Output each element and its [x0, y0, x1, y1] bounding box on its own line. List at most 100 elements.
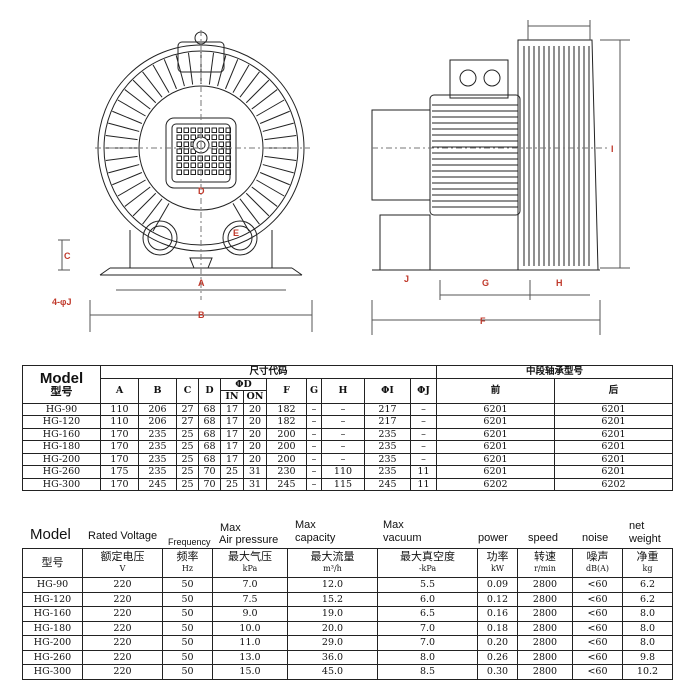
- table-cell: <60: [572, 649, 623, 665]
- table-cell: 17: [220, 427, 244, 441]
- col-h: H: [321, 377, 365, 404]
- table-cell: 8.0: [622, 606, 673, 622]
- fin-line: [152, 64, 170, 93]
- fin-line: [124, 89, 151, 110]
- table-cell: 6.0: [377, 591, 478, 607]
- grille-hole: [225, 127, 231, 133]
- table-cell: –: [410, 440, 437, 454]
- table-cell: <60: [572, 664, 623, 680]
- performance-english-header: Model Rated Voltage Frequency Max Air pr…: [22, 517, 672, 548]
- grille-hole: [225, 148, 231, 154]
- fin-line: [239, 198, 260, 225]
- table-cell: 29.0: [287, 635, 378, 651]
- table-cell: 17: [220, 415, 244, 429]
- table-cell: 115: [321, 477, 365, 491]
- table-cell: –: [321, 452, 365, 466]
- table-cell: HG-200: [22, 635, 83, 651]
- table-cell: 50: [162, 577, 213, 593]
- fin-line: [108, 164, 140, 174]
- table-cell: 70: [198, 477, 221, 491]
- table-cell: 31: [243, 477, 267, 491]
- table-cell: 230: [266, 465, 307, 479]
- table-cell: 20: [243, 415, 267, 429]
- table-cell: 8.0: [622, 620, 673, 636]
- perf-col-model-zh: 型号: [41, 556, 64, 569]
- table-cell: 170: [100, 440, 139, 454]
- grille-hole: [176, 127, 182, 133]
- mounting-hole-label: 4-φJ: [52, 297, 71, 307]
- table-cell: 68: [198, 415, 221, 429]
- table-cell: HG-120: [22, 415, 101, 429]
- table-cell: 68: [198, 427, 221, 441]
- fin-line: [175, 55, 185, 87]
- table-cell: 6202: [436, 477, 555, 491]
- table-cell: 6201: [436, 415, 555, 429]
- grille-hole: [190, 134, 196, 140]
- grille-hole: [197, 127, 203, 133]
- grille-hole: [183, 141, 189, 147]
- grille-hole: [211, 162, 217, 168]
- perf-model-label: Model: [30, 526, 71, 543]
- table-cell: –: [321, 402, 365, 416]
- table-cell: 220: [82, 606, 163, 622]
- table-cell: HG-260: [22, 649, 83, 665]
- table-cell: 6201: [436, 402, 555, 416]
- perf-col-vacuum: 最大真空度-kPa: [377, 548, 478, 578]
- table-cell: 27: [176, 415, 199, 429]
- col-phi-j: ΦJ: [410, 377, 437, 404]
- table-cell: 235: [364, 452, 411, 466]
- grille-hole: [211, 134, 217, 140]
- table-cell: 68: [198, 452, 221, 466]
- grille-hole: [211, 155, 217, 161]
- table-cell: 182: [266, 402, 307, 416]
- fin-line: [142, 71, 163, 98]
- grille-hole: [183, 127, 189, 133]
- table-cell: –: [410, 452, 437, 466]
- table-cell: 2800: [517, 649, 573, 665]
- table-cell: 5.5: [377, 577, 478, 593]
- fin-line: [132, 79, 157, 104]
- table-cell: 110: [100, 415, 139, 429]
- perf-frequency-label: Frequency: [168, 537, 211, 547]
- perf-col-frequency-zh: 频率: [176, 550, 199, 563]
- table-cell: 10.2: [622, 664, 673, 680]
- table-cell: 50: [162, 591, 213, 607]
- fin-line: [245, 192, 270, 217]
- table-cell: 170: [100, 477, 139, 491]
- fin-line: [262, 122, 294, 132]
- fin-line: [112, 172, 143, 186]
- grille-hole: [176, 148, 182, 154]
- table-cell: 70: [198, 465, 221, 479]
- table-cell: 2800: [517, 635, 573, 651]
- cooling-fins: [105, 52, 297, 232]
- table-cell: 235: [364, 427, 411, 441]
- table-cell: 31: [243, 465, 267, 479]
- table-cell: 6.2: [622, 577, 673, 593]
- grille-hole: [190, 169, 196, 175]
- perf-power-label: power: [478, 532, 508, 544]
- table-cell: 206: [138, 402, 177, 416]
- grille-hole: [197, 155, 203, 161]
- perf-rated-voltage-label: Rated Voltage: [88, 530, 158, 542]
- fin-line: [105, 155, 138, 162]
- table-cell: 11: [410, 465, 437, 479]
- table-cell: 25: [176, 440, 199, 454]
- perf-col-noise-unit: dB(A): [585, 564, 610, 573]
- table-cell: –: [321, 427, 365, 441]
- grille-hole: [218, 141, 224, 147]
- table-cell: HG-90: [22, 577, 83, 593]
- table-cell: 7.5: [212, 591, 288, 607]
- table-cell: 12.0: [287, 577, 378, 593]
- grille-hole: [183, 162, 189, 168]
- col-phi-i: ΦI: [364, 377, 411, 404]
